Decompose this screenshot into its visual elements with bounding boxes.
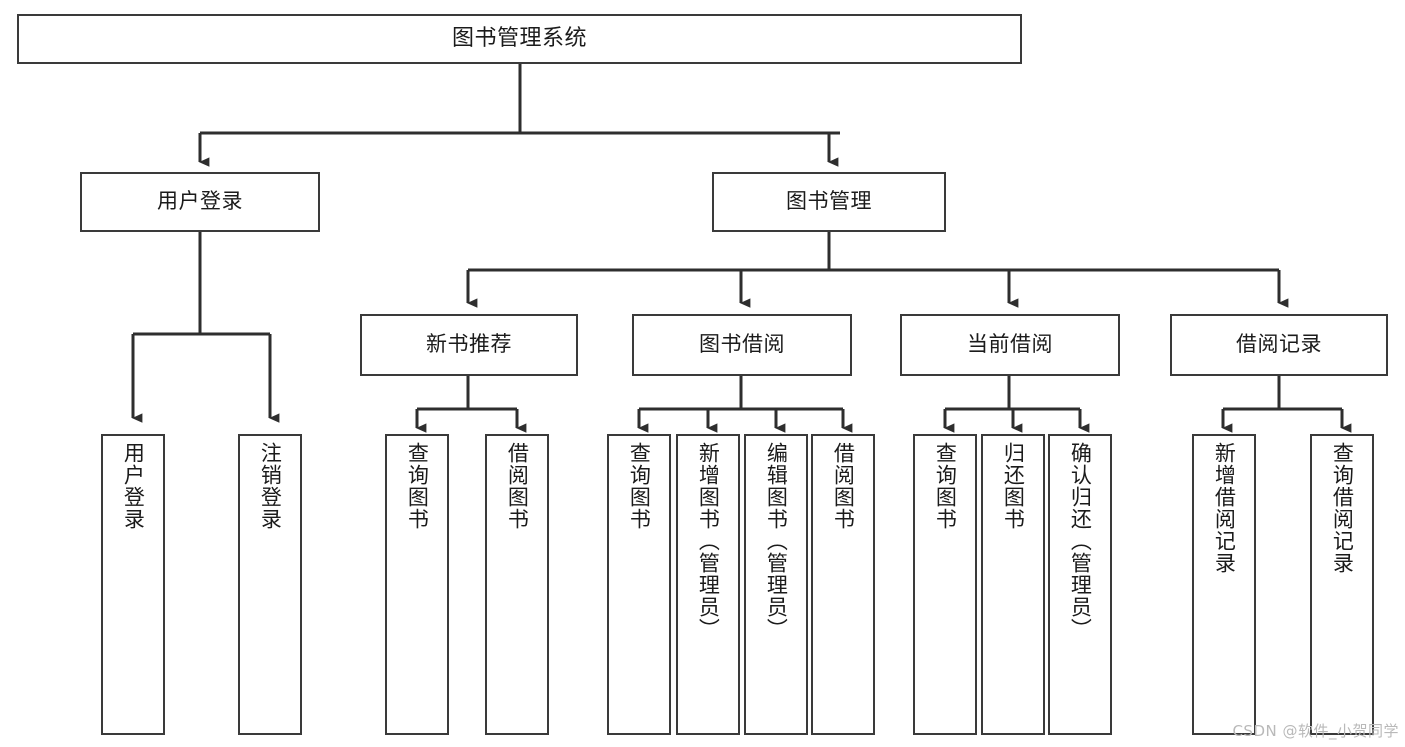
node-label: 借阅图书 — [831, 442, 856, 530]
node-label: 新增图书（管理员） — [696, 442, 721, 640]
node-label: 查询图书 — [933, 442, 958, 530]
node-label: 新增借阅记录 — [1212, 442, 1237, 574]
csdn-watermark: CSDN @软件_小贺同学 — [1232, 722, 1399, 740]
node-label: 图书管理系统 — [451, 25, 587, 51]
leaf-query-book-borrow[interactable]: 查询图书 — [607, 434, 671, 735]
leaf-edit-book[interactable]: 编辑图书（管理员） — [744, 434, 808, 735]
node-label: 用户登录 — [121, 442, 146, 530]
node-label: 确认归还（管理员） — [1068, 442, 1093, 640]
node-book-borrow[interactable]: 图书借阅 — [632, 314, 852, 376]
node-label: 当前借阅 — [967, 332, 1053, 357]
node-label: 查询图书 — [627, 442, 652, 530]
leaf-borrow-book[interactable]: 借阅图书 — [811, 434, 875, 735]
node-borrow-record[interactable]: 借阅记录 — [1170, 314, 1388, 376]
node-label: 借阅记录 — [1236, 332, 1322, 357]
leaf-confirm-return[interactable]: 确认归还（管理员） — [1048, 434, 1112, 735]
node-label: 编辑图书（管理员） — [764, 442, 789, 640]
node-label: 注销登录 — [258, 442, 283, 530]
node-label: 新书推荐 — [426, 332, 512, 357]
node-user-login[interactable]: 用户登录 — [80, 172, 320, 232]
leaf-query-book-current[interactable]: 查询图书 — [913, 434, 977, 735]
leaf-add-borrow-record[interactable]: 新增借阅记录 — [1192, 434, 1256, 735]
leaf-add-book[interactable]: 新增图书（管理员） — [676, 434, 740, 735]
node-label: 查询借阅记录 — [1330, 442, 1355, 574]
leaf-borrow-book-recommend[interactable]: 借阅图书 — [485, 434, 549, 735]
node-label: 图书管理 — [786, 189, 872, 214]
leaf-return-book[interactable]: 归还图书 — [981, 434, 1045, 735]
node-label: 借阅图书 — [505, 442, 530, 530]
node-label: 查询图书 — [405, 442, 430, 530]
node-label: 用户登录 — [157, 189, 243, 214]
node-label: 归还图书 — [1001, 442, 1026, 530]
node-new-book-recommend[interactable]: 新书推荐 — [360, 314, 578, 376]
leaf-user-login[interactable]: 用户登录 — [101, 434, 165, 735]
leaf-query-borrow-record[interactable]: 查询借阅记录 — [1310, 434, 1374, 735]
node-root-book-management-system[interactable]: 图书管理系统 — [17, 14, 1022, 64]
leaf-logout[interactable]: 注销登录 — [238, 434, 302, 735]
node-current-borrow[interactable]: 当前借阅 — [900, 314, 1120, 376]
node-label: 图书借阅 — [699, 332, 785, 357]
node-book-management[interactable]: 图书管理 — [712, 172, 946, 232]
leaf-query-book-recommend[interactable]: 查询图书 — [385, 434, 449, 735]
